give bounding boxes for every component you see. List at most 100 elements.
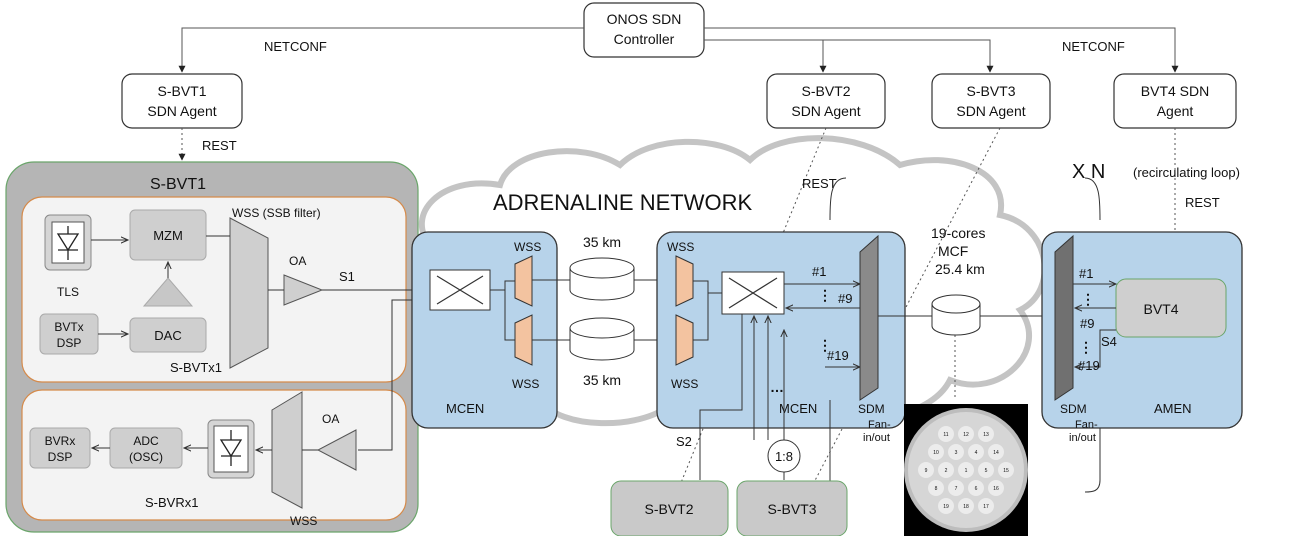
dac-block[interactable]: DAC xyxy=(129,317,207,353)
sbvtx1-panel: S-BVTx1 TLS MZM DAC BVTx DSP WSS (SSB fi… xyxy=(21,196,425,383)
fiber-core-number: 19 xyxy=(943,504,949,510)
splitter-label: 1:8 xyxy=(775,449,793,464)
sbvt2-sdn-agent[interactable]: S-BVT2 SDN Agent xyxy=(766,73,886,129)
mcen-right-label: MCEN xyxy=(779,401,817,416)
s1-signal-label: S1 xyxy=(339,269,355,284)
fiber-core xyxy=(958,462,974,478)
fiber-core xyxy=(978,426,994,442)
mzm-modulator[interactable]: MZM xyxy=(129,209,207,261)
amen-fan-line1: Fan- xyxy=(1075,419,1098,431)
sbvt1-sdn-agent[interactable]: S-BVT1 SDN Agent xyxy=(121,73,243,129)
rest-label-sbvt1: REST xyxy=(202,138,237,153)
bvrx-dsp-block[interactable]: BVRx DSP xyxy=(29,427,91,469)
sdm-left-label: SDM xyxy=(858,402,885,416)
fiber-core xyxy=(978,462,994,478)
bvtx-dsp-block[interactable]: BVTx DSP xyxy=(39,313,99,355)
sbvt2-transceiver[interactable]: S-BVT2 xyxy=(610,480,729,536)
mcen-right[interactable]: MCEN WSS WSS #1 #9 #19 ⋮ ⋮ … S2 xyxy=(656,231,906,480)
amen-fan-line2: in/out xyxy=(1069,432,1096,444)
rx-wss[interactable]: WSS xyxy=(271,391,317,528)
fiber-core xyxy=(948,444,964,460)
bvrx-dsp-line1: BVRx xyxy=(45,434,76,448)
fiber-core xyxy=(938,462,954,478)
mcen-left-wss-bottom-label: WSS xyxy=(512,377,539,391)
core-1-label: #1 xyxy=(812,264,826,279)
rx-wss-label: WSS xyxy=(290,514,317,528)
sbvt2-agent-line1: S-BVT2 xyxy=(801,83,850,99)
fiber-core-number: 12 xyxy=(963,432,969,438)
rx-optical-amplifier[interactable]: OA xyxy=(316,412,357,471)
fiber-core xyxy=(978,498,994,514)
fiber-core-number: 16 xyxy=(993,486,999,492)
amen-node[interactable]: AMEN SDM Fan- in/out BVT4 #1 #9 #19 S4 ⋮… xyxy=(1041,231,1243,444)
fiber-core xyxy=(928,444,944,460)
bvt4-sdn-agent[interactable]: BVT4 SDN Agent xyxy=(1113,73,1237,129)
netconf-left-label: NETCONF xyxy=(264,39,327,54)
mcen-left-wss-top-label: WSS xyxy=(514,240,541,254)
amen-sdm-label: SDM xyxy=(1060,402,1087,416)
core-dots-b: ⋮ xyxy=(818,337,832,353)
sbvt3-transceiver[interactable]: S-BVT3 xyxy=(736,480,848,536)
mcen-right-wss-top[interactable] xyxy=(675,255,694,307)
photodiode[interactable] xyxy=(207,419,255,479)
network-title: ADRENALINE NETWORK xyxy=(493,190,752,215)
fiber-core xyxy=(968,480,984,496)
mzm-label: MZM xyxy=(153,228,183,243)
sbvt1-agent-line1: S-BVT1 xyxy=(157,83,206,99)
adc-line2: (OSC) xyxy=(129,450,163,464)
sbvt3-sdn-agent[interactable]: S-BVT3 SDN Agent xyxy=(931,73,1051,129)
splitter-1-8[interactable]: 1:8 xyxy=(767,439,801,473)
sbvt3-label: S-BVT3 xyxy=(767,501,816,517)
tx-oa-label: OA xyxy=(289,254,306,268)
fiber-core-number: 11 xyxy=(943,432,948,438)
bvt4-transceiver[interactable]: BVT4 xyxy=(1115,278,1227,338)
mcen-left-wss-bottom[interactable] xyxy=(514,314,533,366)
fiber-spool-top[interactable]: 35 km xyxy=(569,234,635,301)
core-19-label: #19 xyxy=(827,348,849,363)
mcen-left-switch[interactable] xyxy=(429,269,491,311)
mcen-left-wss-top[interactable] xyxy=(514,255,533,307)
fiber-core xyxy=(988,480,1004,496)
onos-sdn-controller[interactable]: ONOS SDN Controller xyxy=(583,2,705,58)
fiber-core-number: 1 xyxy=(965,468,968,474)
fiber-core-number: 8 xyxy=(935,486,938,492)
sbvt1-title: S-BVT1 xyxy=(150,176,206,193)
mcen-right-wss-bottom[interactable] xyxy=(675,314,694,366)
fiber-core-number: 15 xyxy=(1003,468,1009,474)
fiber-core-number: 13 xyxy=(983,432,989,438)
rx-oa-label: OA xyxy=(322,412,339,426)
mcf-spool[interactable]: 19-cores MCF 25.4 km xyxy=(931,225,985,336)
sbvt2-label: S-BVT2 xyxy=(644,501,693,517)
fiber-core-number: 5 xyxy=(985,468,988,474)
controller-label-line2: Controller xyxy=(614,31,675,47)
netconf-right-label: NETCONF xyxy=(1062,39,1125,54)
mcen-right-switch[interactable] xyxy=(721,271,785,315)
tx-wss-label: WSS (SSB filter) xyxy=(232,206,321,220)
rest-label-sbvt2: REST xyxy=(802,176,837,191)
fiber-spool-bottom[interactable]: 35 km xyxy=(569,317,635,388)
fiber-core xyxy=(958,426,974,442)
loop-note: (recirculating loop) xyxy=(1133,165,1240,180)
tx-wss-filter[interactable]: WSS (SSB filter) xyxy=(229,206,321,369)
fiber-core-number: 10 xyxy=(933,450,939,456)
tls-label: TLS xyxy=(57,285,79,299)
sdm-fan-left[interactable]: SDM Fan- in/out xyxy=(858,234,891,444)
amen-sdm-fan[interactable] xyxy=(1054,234,1074,401)
tls-laser[interactable]: TLS xyxy=(44,214,92,299)
bvt4-agent-line1: BVT4 SDN xyxy=(1141,83,1209,99)
mcen-left[interactable]: MCEN WSS WSS xyxy=(411,231,558,429)
sdm-left-fan-line2: in/out xyxy=(863,432,890,444)
bvtx-dsp-line2: DSP xyxy=(57,336,82,350)
amen-core-9-label: #9 xyxy=(1080,316,1094,331)
s2-signal-label: S2 xyxy=(676,434,692,449)
adc-line1: ADC xyxy=(133,434,159,448)
fiber-core-number: 14 xyxy=(993,450,999,456)
adc-osc-block[interactable]: ADC (OSC) xyxy=(109,427,183,469)
amen-core-1-label: #1 xyxy=(1079,266,1093,281)
fiber-core-number: 9 xyxy=(925,468,928,474)
fiber-core xyxy=(918,462,934,478)
fiber-core xyxy=(938,426,954,442)
bvtx-dsp-line1: BVTx xyxy=(54,320,83,334)
